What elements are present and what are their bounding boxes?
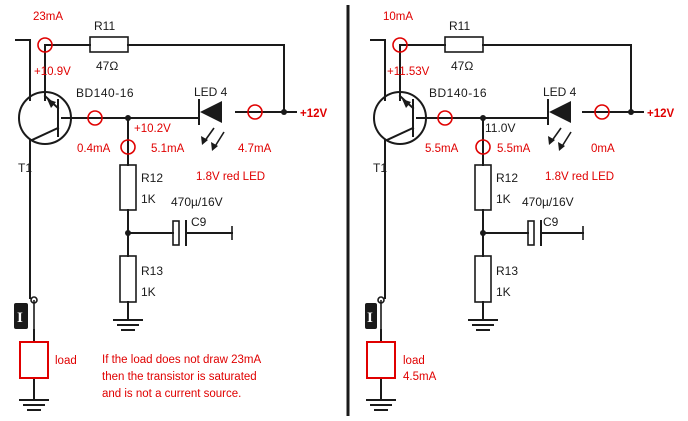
emitter-current-value: 10mA	[383, 11, 413, 23]
transistor-collector-leg	[30, 126, 60, 142]
base-current-value: 5.5mA	[425, 143, 459, 155]
r12-current-value: 5.1mA	[151, 143, 185, 155]
led-current-probe	[594, 104, 610, 120]
led-symbol	[200, 101, 222, 123]
load-box	[19, 341, 49, 379]
load-ground-icon	[366, 399, 396, 411]
r11-value: 47Ω	[451, 59, 473, 73]
led-description: 1.8V red LED	[545, 171, 614, 183]
emitter-current-value: 23mA	[33, 11, 63, 23]
capacitor-c9-plate-1	[527, 220, 535, 246]
supply-label: +12V	[300, 108, 328, 120]
led-ref-label: LED 4	[543, 85, 577, 99]
base-junction	[125, 115, 131, 121]
load-ground-icon	[19, 399, 49, 411]
led-light-arrowhead-2	[558, 142, 565, 151]
led-light-arrowhead-1	[201, 136, 208, 145]
collector-rail-wire	[15, 39, 31, 101]
led-ref-label: LED 4	[194, 85, 228, 99]
r12-label: R12	[141, 171, 163, 185]
supply-junction	[281, 109, 287, 115]
connector-pin	[30, 296, 38, 304]
connector-block	[14, 303, 28, 329]
ground-icon	[468, 319, 498, 331]
r11-value: 47Ω	[96, 59, 118, 73]
circuit-right: R11 47Ω BD140-16 T1 LED 4 +12V R12 1K R1…	[365, 11, 675, 411]
led-symbol	[549, 101, 571, 123]
load-label: load	[55, 355, 77, 367]
led-light-arrowhead-2	[211, 142, 218, 151]
note-line-2: then the transistor is saturated	[102, 371, 257, 383]
connector-pin	[377, 296, 385, 304]
r12-current-probe	[120, 139, 136, 155]
r13-value: 1K	[141, 285, 156, 299]
emitter-arrow	[402, 99, 411, 108]
connector-label: I	[367, 310, 373, 326]
supply-junction	[628, 109, 634, 115]
emitter-voltage-value: +10.9V	[34, 66, 71, 78]
emitter-voltage-value: +11.53V	[387, 66, 430, 78]
load-box	[366, 341, 396, 379]
resistor-r12	[474, 164, 492, 211]
supply-label: +12V	[647, 108, 675, 120]
node-voltage-value: +10.2V	[134, 123, 171, 135]
r12-current-probe	[475, 139, 491, 155]
led-light-arrowhead-1	[548, 136, 555, 145]
r11-to-supply-wire	[482, 44, 632, 113]
emitter-current-probe	[37, 37, 53, 53]
base-current-probe	[437, 110, 453, 126]
transistor-t1-body	[373, 91, 427, 145]
divider-junction	[480, 230, 486, 236]
led-current-value: 0mA	[591, 143, 615, 155]
r12-value: 1K	[496, 192, 511, 206]
ground-icon	[113, 319, 143, 331]
led-description: 1.8V red LED	[196, 171, 265, 183]
led-current-probe	[247, 104, 263, 120]
transistor-collector-leg	[385, 126, 415, 142]
note-line-3: and is not a current source.	[102, 388, 241, 400]
load-label: load	[403, 355, 425, 367]
collector-rail-wire	[370, 39, 386, 101]
transistor-part-label: BD140-16	[76, 86, 134, 100]
cap-ref-label: C9	[543, 215, 559, 229]
transistor-ref-label: T1	[373, 161, 387, 175]
connector-block	[365, 303, 377, 329]
base-junction	[480, 115, 486, 121]
r11-to-supply-wire	[127, 44, 285, 113]
r12-label: R12	[496, 171, 518, 185]
r13-label: R13	[141, 264, 163, 278]
base-current-probe	[87, 110, 103, 126]
r13-value: 1K	[496, 285, 511, 299]
r11-label: R11	[94, 19, 115, 33]
cap-value-label: 470µ/16V	[171, 195, 223, 209]
transistor-t1-body	[18, 91, 72, 145]
led-current-value: 4.7mA	[238, 143, 272, 155]
resistor-r13	[119, 255, 137, 303]
r11-label: R11	[449, 19, 470, 33]
node-voltage-value: 11.0V	[485, 121, 515, 135]
cap-value-label: 470µ/16V	[522, 195, 574, 209]
note-line-1: If the load does not draw 23mA	[102, 354, 262, 366]
r12-value: 1K	[141, 192, 156, 206]
resistor-r11	[89, 36, 129, 53]
r12-current-value: 5.5mA	[497, 143, 531, 155]
connector-label: I	[17, 310, 23, 326]
resistor-r12	[119, 164, 137, 211]
load-current-value: 4.5mA	[403, 371, 437, 383]
resistor-r11	[444, 36, 484, 53]
r13-label: R13	[496, 264, 518, 278]
circuit-left: R11 47Ω BD140-16 T1 LED 4 +12V R12 1K R1…	[14, 11, 328, 411]
base-current-value: 0.4mA	[77, 143, 111, 155]
divider-junction	[125, 230, 131, 236]
resistor-r13	[474, 255, 492, 303]
emitter-arrow	[47, 99, 56, 108]
cap-ref-label: C9	[191, 215, 207, 229]
transistor-part-label: BD140-16	[429, 86, 487, 100]
emitter-current-probe	[392, 37, 408, 53]
transistor-ref-label: T1	[18, 161, 32, 175]
capacitor-c9-plate-1	[172, 220, 180, 246]
